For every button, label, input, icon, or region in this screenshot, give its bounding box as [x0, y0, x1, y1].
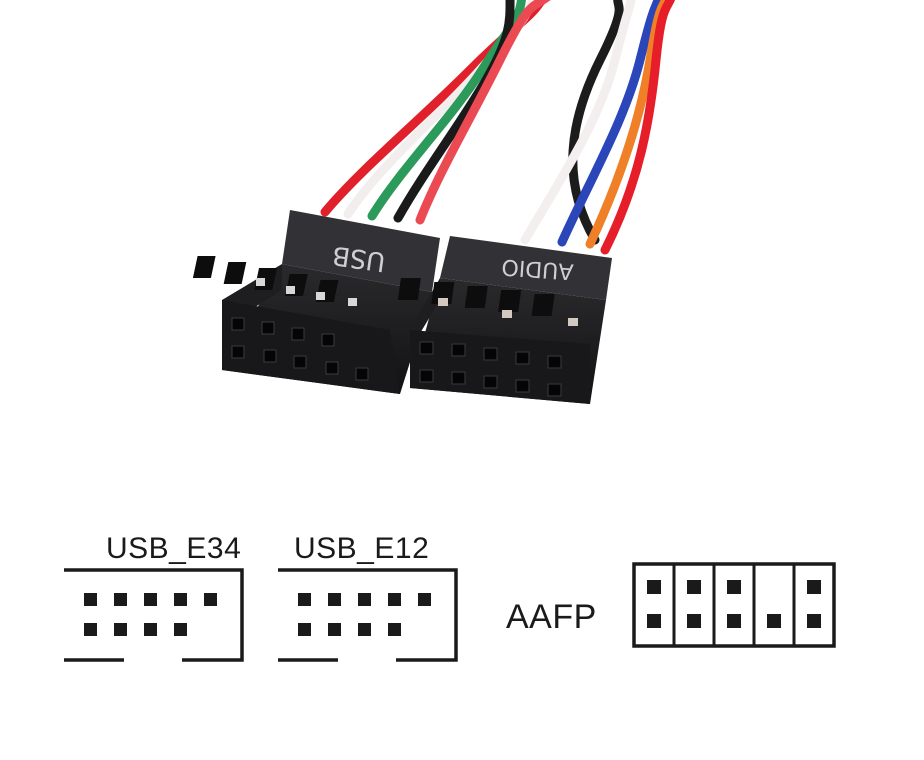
- usb-e12-label: USB_E12: [294, 532, 430, 565]
- audio-wire: [600, 0, 676, 255]
- connector-photo: USB AUDIO: [192, 0, 676, 404]
- usb-e34-label: USB_E34: [106, 532, 242, 565]
- usb-e12-pinout-diagram: [278, 568, 458, 662]
- usb-connector: USB: [192, 210, 440, 394]
- usb-wire: [415, 0, 551, 225]
- usb-connector-text: USB: [330, 239, 387, 276]
- usb-wire: [367, 0, 526, 221]
- usb-wire-bundle: [320, 0, 551, 225]
- aafp-pinout-diagram: [632, 562, 836, 648]
- audio-connector-text: AUDIO: [501, 254, 574, 284]
- aafp-label: AAFP: [506, 598, 597, 636]
- audio-wire-bundle: [520, 0, 676, 255]
- usb-e34-pinout-diagram: [64, 568, 244, 662]
- audio-wire: [568, 0, 624, 245]
- audio-connector: AUDIO: [397, 236, 612, 404]
- audio-wire: [557, 0, 663, 247]
- audio-wire: [520, 0, 636, 245]
